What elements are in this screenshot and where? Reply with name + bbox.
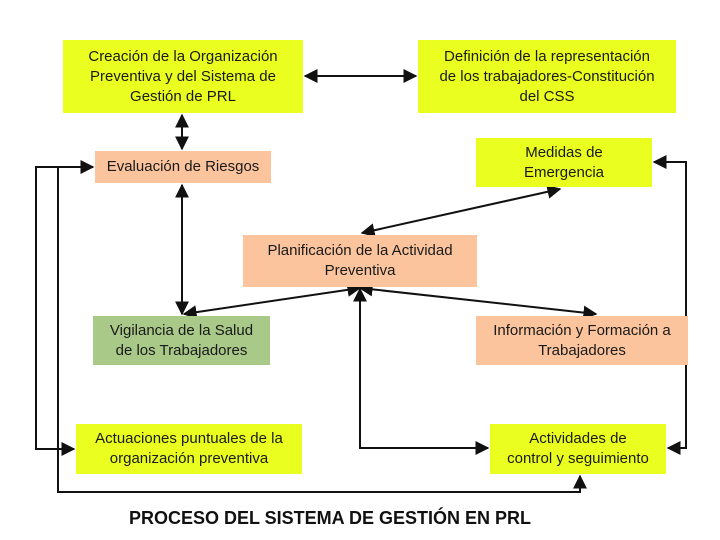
arrow-planificacion-vigilancia (182, 282, 362, 320)
box-planificacion-actividad: Planificación de la Actividad Preventiva (243, 235, 477, 287)
box-actuaciones-puntuales: Actuaciones puntuales de la organización… (76, 424, 302, 474)
box-vigilancia-salud: Vigilancia de la Salud de los Trabajador… (93, 316, 270, 365)
box-evaluacion-riesgos: Evaluación de Riesgos (95, 151, 271, 183)
arrow-evaluacion-actuaciones (35, 160, 95, 456)
diagram-title: PROCESO DEL SISTEMA DE GESTIÓN EN PRL (128, 508, 532, 528)
arrow-medidas-actividades (652, 155, 687, 455)
arrow-planificacion-actividades (353, 287, 490, 455)
box-creacion-organizacion: Creación de la Organización Preventiva y… (63, 40, 303, 113)
box-definicion-representacion: Definición de la representación de los t… (418, 40, 676, 113)
box-informacion-formacion: Información y Formación a Trabajadores (476, 316, 688, 365)
arrow-planificacion-informacion (358, 282, 598, 320)
arrow-planificacion-medidas (360, 184, 562, 238)
box-actividades-control: Actividades de control y seguimiento (490, 424, 666, 474)
arrow-evaluacion-actividades (57, 167, 587, 493)
box-medidas-emergencia: Medidas de Emergencia (476, 138, 652, 187)
